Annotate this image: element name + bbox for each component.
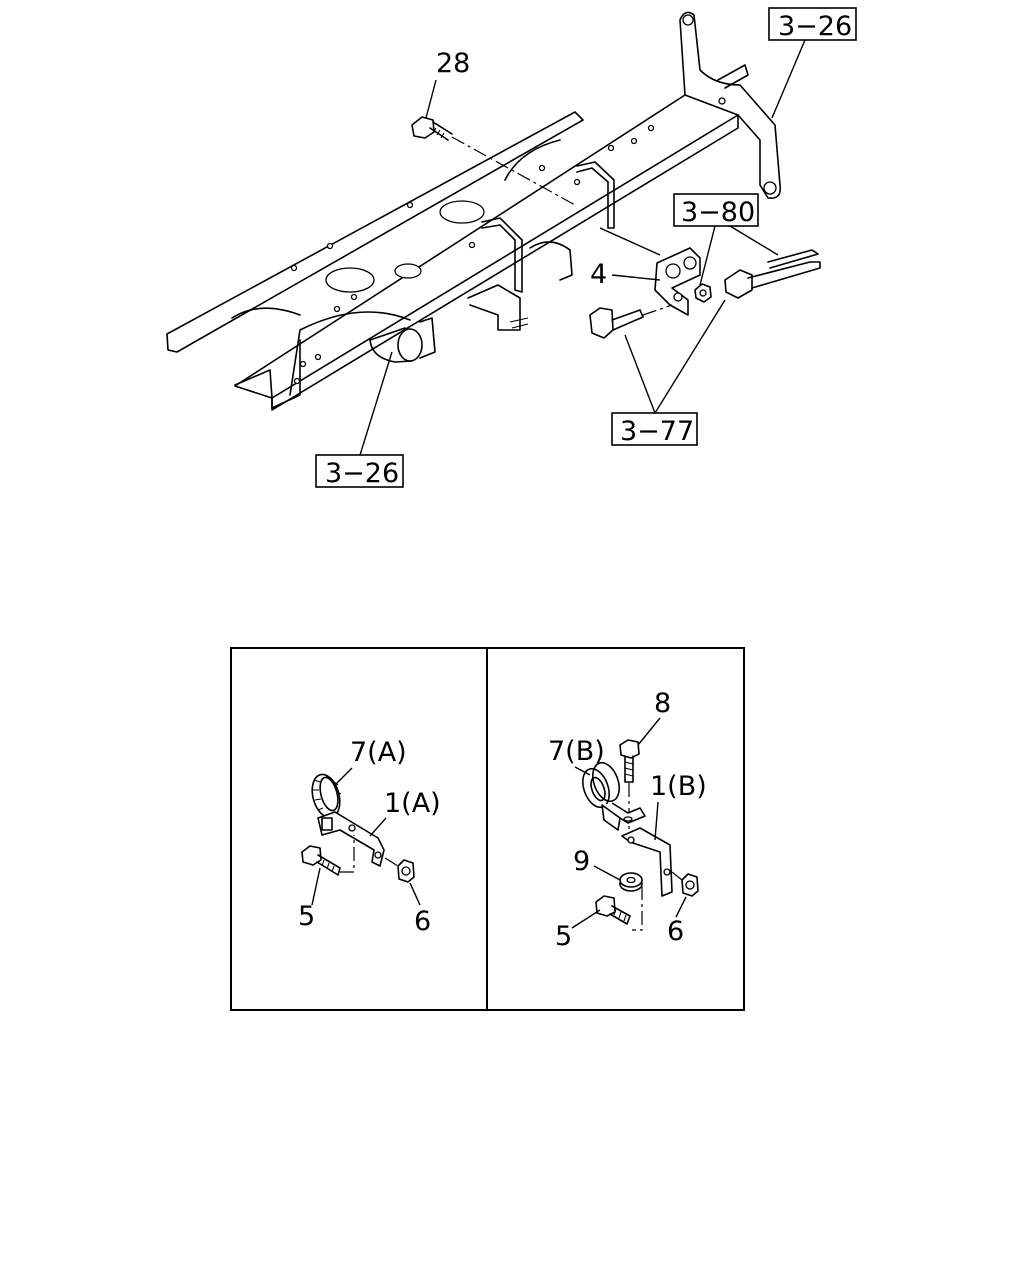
label-6b: 6: [667, 916, 684, 947]
svg-text:3−80: 3−80: [681, 197, 755, 228]
bolt-28: 28: [411, 48, 576, 206]
variant-b: 8 7(B) 1(B) 9 5 6: [548, 688, 707, 952]
label-7a: 7(A): [350, 737, 407, 768]
label-6a: 6: [414, 906, 431, 937]
label-8b: 8: [654, 688, 671, 719]
label-28: 28: [436, 48, 470, 79]
ref-3-26-bottom: 3−26: [315, 351, 404, 489]
label-5b: 5: [555, 921, 572, 952]
svg-text:3−26: 3−26: [325, 458, 399, 489]
ref-3-80: 3−80: [673, 193, 779, 286]
nut-pin: [694, 249, 821, 303]
square-head-bolt: [589, 304, 673, 339]
bracket-4: 4: [590, 227, 701, 316]
svg-text:3−26: 3−26: [778, 11, 852, 42]
label-1b: 1(B): [650, 771, 707, 802]
label-4: 4: [590, 259, 607, 290]
frame-assembly: [166, 11, 782, 411]
variant-a: 7(A) 1(A) 5 6: [298, 737, 441, 937]
label-7b: 7(B): [548, 736, 605, 767]
label-5a: 5: [298, 901, 315, 932]
svg-text:3−77: 3−77: [620, 416, 694, 447]
label-1a: 1(A): [384, 788, 441, 819]
ref-3-77: 3−77: [611, 299, 726, 447]
ref-3-26-top: 3−26: [768, 7, 857, 119]
label-9b: 9: [573, 846, 590, 877]
